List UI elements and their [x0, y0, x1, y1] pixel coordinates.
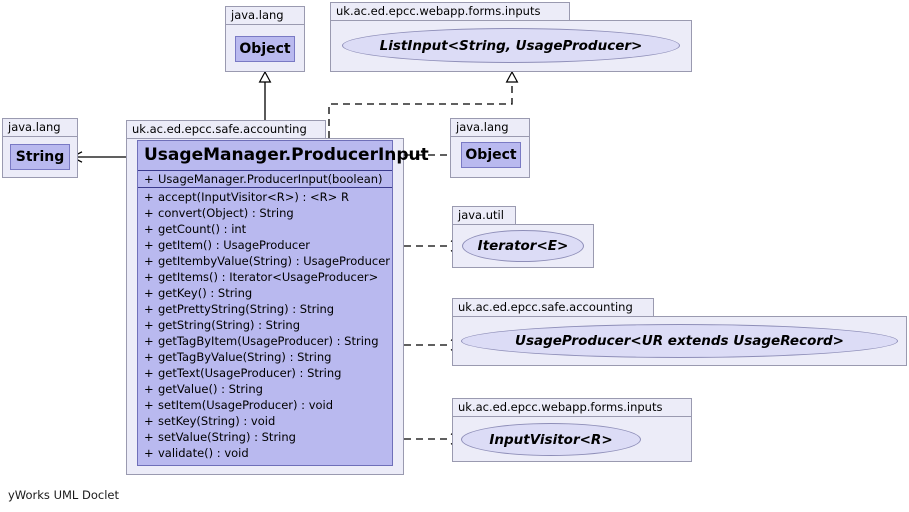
visibility-marker: +: [144, 206, 154, 220]
uml-method-row[interactable]: + convert(Object) : String: [138, 205, 392, 221]
constructor-signature: UsageManager.ProducerInput(boolean): [158, 172, 383, 186]
uml-method-row[interactable]: + getItembyValue(String) : UsageProducer: [138, 253, 392, 269]
package-label-inputvisitor: uk.ac.ed.epcc.webapp.forms.inputs: [452, 398, 692, 416]
method-signature: getItembyValue(String) : UsageProducer: [158, 254, 391, 268]
package-java-lang-right: java.lang Object: [450, 118, 530, 178]
visibility-marker: +: [144, 270, 154, 284]
interface-node-inputvisitor[interactable]: InputVisitor<R>: [461, 423, 641, 456]
visibility-marker: +: [144, 366, 154, 380]
package-label-java-lang-top: java.lang: [225, 6, 305, 24]
uml-method-row[interactable]: + getCount() : int: [138, 221, 392, 237]
visibility-marker: +: [144, 254, 154, 268]
uml-method-row[interactable]: + getItem() : UsageProducer: [138, 237, 392, 253]
method-signature: getCount() : int: [158, 222, 247, 236]
method-signature: setKey(String) : void: [158, 414, 276, 428]
interface-node-iterator[interactable]: Iterator<E>: [462, 230, 584, 262]
package-java-lang-top: java.lang Object: [225, 6, 305, 72]
uml-method-row[interactable]: + setValue(String) : String: [138, 429, 392, 445]
package-label-java-lang-right: java.lang: [450, 118, 530, 136]
visibility-marker: +: [144, 190, 154, 204]
uml-constructor-section: + UsageManager.ProducerInput(boolean): [138, 171, 392, 188]
method-signature: getItem() : UsageProducer: [158, 238, 311, 252]
package-inputvisitor: uk.ac.ed.epcc.webapp.forms.inputs InputV…: [452, 398, 692, 462]
method-signature: getString(String) : String: [158, 318, 301, 332]
visibility-marker: +: [144, 382, 154, 396]
uml-method-row[interactable]: + getString(String) : String: [138, 317, 392, 333]
visibility-marker: +: [144, 446, 154, 460]
class-node-object-right[interactable]: Object: [461, 142, 521, 168]
method-signature: convert(Object) : String: [158, 206, 294, 220]
doclet-footer-label: yWorks UML Doclet: [8, 488, 119, 502]
package-accounting-right: uk.ac.ed.epcc.safe.accounting UsageProdu…: [452, 298, 907, 366]
method-signature: getKey() : String: [158, 286, 253, 300]
class-node-object-top[interactable]: Object: [235, 36, 295, 62]
package-java-util: java.util Iterator<E>: [452, 206, 594, 268]
uml-class-title: UsageManager.ProducerInput: [138, 141, 429, 171]
interface-node-listinput[interactable]: ListInput<String, UsageProducer>: [342, 28, 680, 63]
uml-method-row[interactable]: + getItems() : Iterator<UsageProducer>: [138, 269, 392, 285]
method-signature: setValue(String) : String: [158, 430, 296, 444]
visibility-marker: +: [144, 318, 154, 332]
class-node-string[interactable]: String: [10, 144, 70, 170]
method-signature: getPrettyString(String) : String: [158, 302, 335, 316]
package-java-lang-left: java.lang String: [2, 118, 78, 178]
uml-method-row[interactable]: + getText(UsageProducer) : String: [138, 365, 392, 381]
method-signature: validate() : void: [158, 446, 249, 460]
visibility-marker: +: [144, 286, 154, 300]
method-signature: getText(UsageProducer) : String: [158, 366, 342, 380]
uml-method-row[interactable]: + setKey(String) : void: [138, 413, 392, 429]
method-signature: getItems() : Iterator<UsageProducer>: [158, 270, 379, 284]
method-signature: accept(InputVisitor<R>) : <R> R: [158, 190, 349, 204]
visibility-marker: +: [144, 430, 154, 444]
method-signature: getTagByValue(String) : String: [158, 350, 332, 364]
uml-method-row[interactable]: + getKey() : String: [138, 285, 392, 301]
uml-method-row[interactable]: + validate() : void: [138, 445, 392, 461]
package-label-java-lang-left: java.lang: [2, 118, 78, 136]
package-label-accounting-right: uk.ac.ed.epcc.safe.accounting: [452, 298, 654, 316]
uml-method-row[interactable]: + getPrettyString(String) : String: [138, 301, 392, 317]
visibility-marker: +: [144, 238, 154, 252]
visibility-marker: +: [144, 334, 154, 348]
interface-node-usageproducer[interactable]: UsageProducer<UR extends UsageRecord>: [461, 324, 898, 358]
package-label-listinput: uk.ac.ed.epcc.webapp.forms.inputs: [330, 2, 570, 20]
visibility-marker: +: [144, 302, 154, 316]
visibility-marker: +: [144, 414, 154, 428]
uml-constructor-row[interactable]: + UsageManager.ProducerInput(boolean): [138, 171, 392, 187]
visibility-marker: +: [144, 350, 154, 364]
method-signature: getValue() : String: [158, 382, 263, 396]
method-signature: setItem(UsageProducer) : void: [158, 398, 334, 412]
uml-method-row[interactable]: + setItem(UsageProducer) : void: [138, 397, 392, 413]
visibility-marker: +: [144, 172, 154, 186]
uml-method-row[interactable]: + accept(InputVisitor<R>) : <R> R: [138, 189, 392, 205]
visibility-marker: +: [144, 398, 154, 412]
method-signature: getTagByItem(UsageProducer) : String: [158, 334, 379, 348]
uml-method-row[interactable]: + getTagByItem(UsageProducer) : String: [138, 333, 392, 349]
uml-class-usagemanager-producerinput[interactable]: UsageManager.ProducerInput + UsageManage…: [137, 140, 429, 466]
uml-methods-section: + accept(InputVisitor<R>) : <R> R + convert…: [138, 188, 392, 464]
package-listinput: uk.ac.ed.epcc.webapp.forms.inputs ListIn…: [330, 2, 692, 72]
visibility-marker: +: [144, 222, 154, 236]
uml-method-row[interactable]: + getValue() : String: [138, 381, 392, 397]
uml-method-row[interactable]: + getTagByValue(String) : String: [138, 349, 392, 365]
package-label-main-accounting: uk.ac.ed.epcc.safe.accounting: [126, 120, 326, 138]
package-label-java-util: java.util: [452, 206, 516, 224]
